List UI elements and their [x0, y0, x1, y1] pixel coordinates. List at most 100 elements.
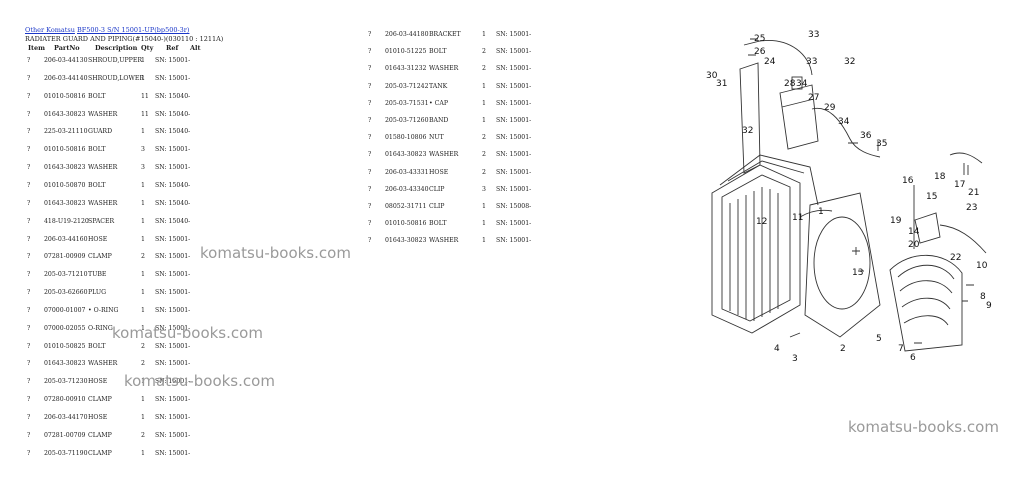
cell-ref: SN: 15001- [155, 396, 191, 404]
callout: 10 [976, 261, 988, 271]
column-header-ref: Ref [166, 44, 179, 52]
cell-ref: SN: 15001- [155, 74, 191, 82]
watermark: komatsu-books.com [124, 372, 275, 390]
callout: 24 [764, 57, 776, 67]
cell-description: HOSE [88, 414, 108, 421]
cell-ref: SN: 15001- [155, 414, 191, 421]
callout: 35 [876, 139, 887, 149]
cell-partno: 07281-00909 [44, 253, 86, 261]
cell-qty: 1 [141, 414, 145, 421]
cell-description: SHROUD,LOWER [88, 74, 145, 82]
cell-description: BOLT [88, 342, 106, 350]
cell-partno: 206-03-44130 [44, 57, 88, 64]
cell-item: ? [27, 74, 31, 82]
cell-qty: 1 [141, 235, 145, 243]
cell-qty: 1 [141, 396, 145, 404]
cell-description: BOLT [429, 48, 447, 56]
callout: 5 [876, 334, 882, 344]
cell-qty: 3 [482, 185, 486, 193]
cell-item: ? [368, 151, 372, 159]
cell-description: BOLT [88, 92, 106, 100]
column-header-qty: Qty [141, 44, 154, 52]
cell-description: NUT [429, 134, 444, 142]
cell-qty: 2 [482, 134, 486, 142]
cell-item: ? [368, 203, 372, 210]
callout: 34 [796, 79, 808, 89]
cell-qty: 1 [141, 289, 145, 297]
cell-item: ? [27, 271, 31, 279]
cell-qty: 1 [141, 57, 145, 64]
cell-ref: SN: 15001- [496, 168, 532, 176]
cell-ref: SN: 15001- [496, 48, 532, 56]
cell-qty: 1 [141, 199, 145, 207]
callout: 26 [754, 47, 766, 57]
cell-item: ? [27, 414, 31, 421]
callout: 8 [980, 292, 986, 302]
callout: 20 [908, 240, 920, 250]
callout: 34 [838, 117, 850, 127]
callout: 21 [968, 188, 979, 198]
shroud-ring [813, 216, 871, 310]
cell-qty: 2 [141, 342, 145, 350]
cell-description: BAND [429, 117, 449, 124]
cell-item: ? [27, 199, 31, 207]
cell-partno: 206-03-44170 [44, 414, 88, 421]
callout: 1 [818, 207, 824, 217]
cell-description: WASHER [429, 65, 459, 73]
cell-qty: 2 [482, 48, 486, 56]
cell-item: ? [368, 99, 372, 107]
cell-ref: SN: 15001- [155, 449, 191, 457]
cell-partno: 01643-30823 [44, 164, 86, 172]
cell-qty: 1 [141, 378, 145, 386]
cell-partno: 01010-50816 [385, 220, 427, 228]
cell-description: • CAP [429, 99, 448, 107]
callout: 30 [706, 71, 718, 81]
cell-ref: SN: 15001- [155, 164, 191, 172]
cell-item: ? [368, 237, 372, 245]
cell-partno: 01010-50816 [44, 92, 86, 100]
cell-item: ? [27, 324, 31, 332]
guard-lower [889, 254, 963, 352]
lower-hose [939, 224, 987, 254]
cell-item: ? [27, 306, 31, 314]
cell-partno: 206-03-44140 [44, 74, 88, 82]
callout: 28 [784, 79, 796, 89]
cell-item: ? [27, 360, 31, 368]
cell-description: CLAMP [88, 396, 112, 404]
callout: 31 [716, 79, 727, 89]
shroud-upper [719, 154, 819, 206]
watermark: komatsu-books.com [848, 418, 999, 436]
cell-ref: SN: 15008- [496, 203, 532, 210]
cell-ref: SN: 15001- [496, 65, 532, 73]
cell-ref: SN: 15001- [155, 289, 191, 297]
cell-item: ? [27, 342, 31, 350]
breadcrumb-link-other-komatsu[interactable]: Other Komatsu [25, 26, 75, 34]
radiator-core [711, 164, 801, 334]
cell-qty: 1 [141, 324, 145, 332]
watermark: komatsu-books.com [112, 324, 263, 342]
cell-item: ? [368, 168, 372, 176]
cell-qty: 1 [482, 237, 486, 245]
cell-partno: 07281-00709 [44, 431, 86, 439]
breadcrumb-link-model[interactable]: BF500-3 S/N 15001-UP(bp500-3r) [77, 26, 190, 34]
fan-shroud [804, 192, 881, 338]
cell-description: WASHER [88, 360, 118, 368]
cell-partno: 08052-31711 [385, 203, 427, 210]
cell-partno: 205-03-71230 [44, 378, 88, 386]
cell-partno: 01643-30823 [385, 237, 427, 245]
cell-description: GUARD [88, 128, 113, 136]
cell-item: ? [368, 134, 372, 142]
cell-item: ? [368, 31, 372, 38]
cell-description: WASHER [88, 164, 118, 172]
cell-description: TANK [429, 82, 448, 90]
cell-qty: 1 [141, 74, 145, 82]
cell-item: ? [368, 65, 372, 73]
cell-item: ? [27, 164, 31, 172]
cell-description: BOLT [88, 146, 106, 154]
cell-partno: 205-03-71531 [385, 99, 429, 107]
cell-description: SHROUD,UPPER [88, 57, 143, 64]
callout: 7 [898, 344, 904, 354]
callout: 33 [808, 30, 819, 40]
cell-description: CLAMP [88, 431, 112, 439]
cell-ref: SN: 15001- [496, 185, 532, 193]
